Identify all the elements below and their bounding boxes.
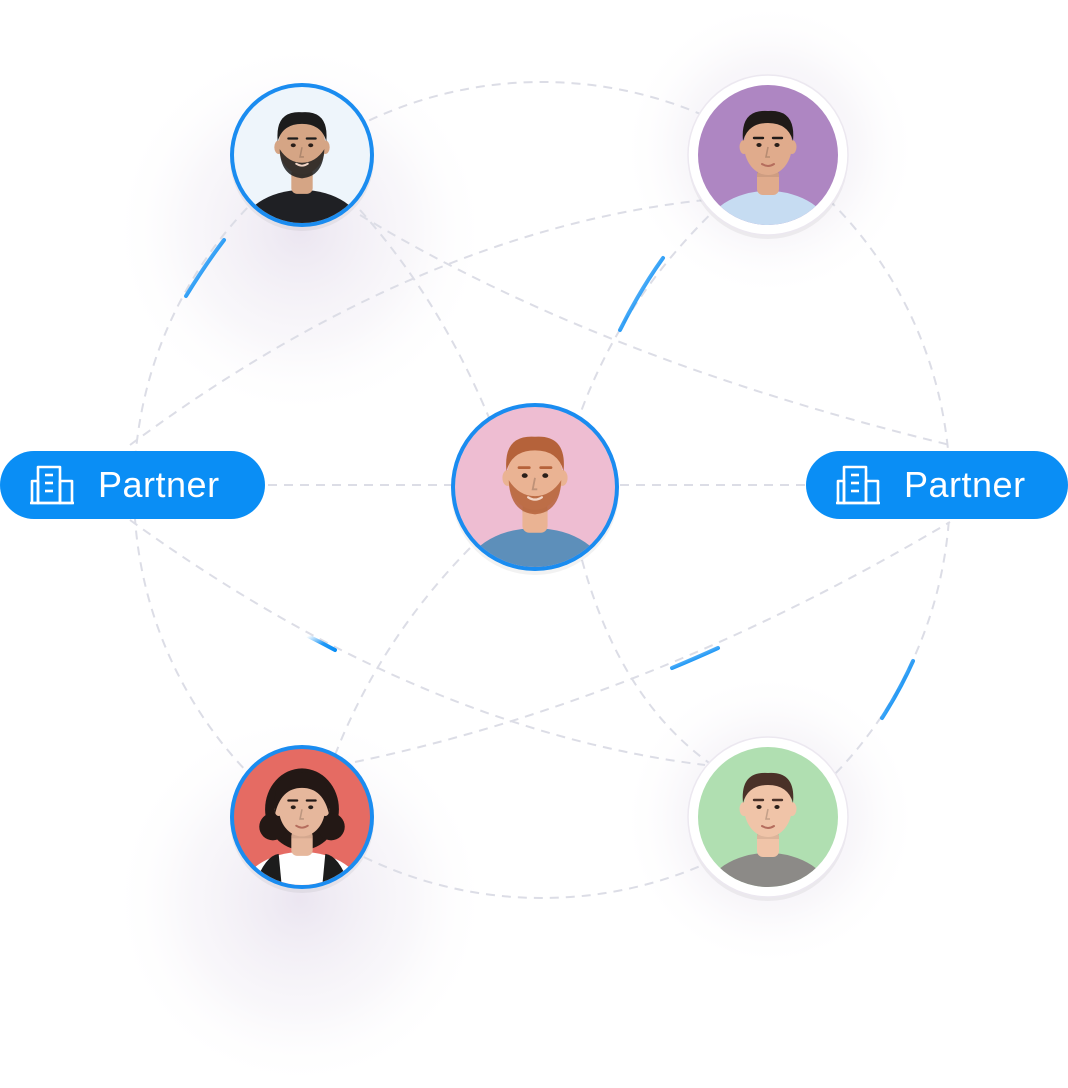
person-icon — [234, 87, 370, 223]
avatar-bottom-right[interactable] — [687, 736, 849, 937]
accent-arc-4 — [306, 634, 337, 652]
person-icon — [455, 407, 615, 567]
accent-arcs — [184, 238, 915, 720]
person-icon — [698, 747, 838, 887]
connection-topright-to-left — [129, 199, 706, 446]
connection-bottomleft-to-right — [354, 521, 951, 763]
accent-arc-2 — [618, 256, 665, 332]
person-icon — [698, 85, 838, 225]
building-icon — [836, 465, 880, 505]
partner-pill-right[interactable]: Partner — [806, 451, 1068, 519]
glow-bottom-left — [110, 710, 490, 1088]
partner-label-right: Partner — [904, 464, 1026, 505]
avatar-top-right[interactable] — [687, 74, 849, 275]
accent-arc-5 — [670, 646, 720, 670]
connection-topleft-to-center — [359, 209, 491, 421]
avatar-ring-edge — [687, 74, 849, 236]
connection-lines — [129, 81, 951, 899]
avatar-center[interactable] — [451, 403, 619, 624]
connection-bottomright-to-center — [581, 559, 713, 766]
avatar-layer — [230, 74, 849, 937]
connection-topleft-to-right — [359, 214, 951, 446]
building-icon — [30, 465, 74, 505]
accent-arc-3 — [880, 659, 915, 720]
avatar-top-left[interactable] — [230, 83, 374, 272]
partner-label-left: Partner — [98, 464, 220, 505]
partner-pill-left[interactable]: Partner — [0, 451, 265, 519]
glow-top-left — [110, 40, 490, 420]
avatar-ring-edge — [687, 736, 849, 898]
connection-bottomright-to-left — [129, 519, 706, 766]
accent-arc-1 — [184, 238, 226, 298]
